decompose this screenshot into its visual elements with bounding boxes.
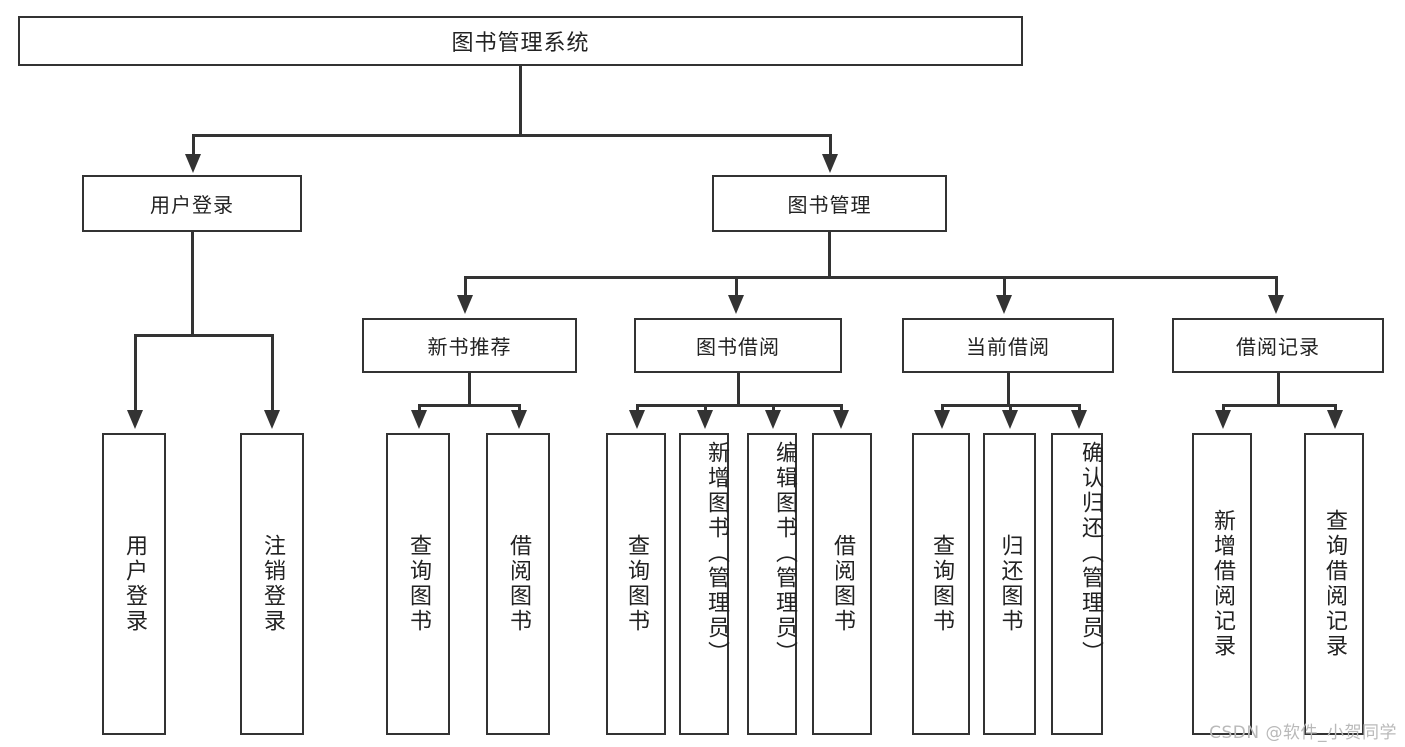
arrowhead-cb-confirm-icon [1071, 410, 1087, 429]
node-label: 图书管理系统 [451, 31, 590, 56]
node-label: 查询借阅记录 [1322, 509, 1347, 659]
connector-new-book-bus [418, 404, 520, 407]
node-label: 查询图书 [624, 534, 649, 634]
connector-drop-cb-confirm [1078, 404, 1081, 413]
arrowhead-user-login-icon [185, 154, 201, 173]
connector-new-book-stem [468, 373, 471, 406]
node-book-borrow[interactable]: 图书借阅 [634, 318, 842, 373]
connector-drop-cb-query [941, 404, 944, 413]
node-label: 查询图书 [406, 534, 431, 634]
arrowhead-nb-borrow-icon [511, 410, 527, 429]
node-label: 用户登录 [150, 193, 234, 217]
arrowhead-br-add-icon [1215, 410, 1231, 429]
connector-drop-leaf-user-login [134, 334, 137, 413]
arrowhead-bb-borrow-icon [833, 410, 849, 429]
connector-user-login-stem [191, 232, 194, 336]
node-user-login[interactable]: 用户登录 [82, 175, 302, 232]
leaf-nb-query-book[interactable]: 查询图书 [386, 433, 450, 735]
connector-book-borrow-stem [737, 373, 740, 406]
arrowhead-book-management-icon [822, 154, 838, 173]
connector-book-borrow-bus [636, 404, 843, 407]
connector-drop-bb-borrow [840, 404, 843, 413]
node-label: 注销登录 [260, 534, 285, 634]
connector-borrow-record-stem [1277, 373, 1280, 406]
connector-root-bus [192, 134, 832, 137]
connector-borrow-record-bus [1222, 404, 1335, 407]
node-book-management[interactable]: 图书管理 [712, 175, 947, 232]
connector-drop-book-management [829, 134, 832, 156]
connector-root-stem [519, 66, 522, 135]
connector-drop-bb-query [636, 404, 639, 413]
arrowhead-bb-add-icon [697, 410, 713, 429]
leaf-bb-borrow-book[interactable]: 借阅图书 [812, 433, 872, 735]
leaf-cb-confirm-return-admin[interactable]: 确认归还（管理员） [1051, 433, 1103, 735]
node-label: 当前借阅 [966, 335, 1050, 359]
connector-drop-nb-query [418, 404, 421, 413]
connector-drop-cb-return [1009, 404, 1012, 413]
connector-drop-borrow-record [1275, 276, 1278, 298]
leaf-nb-borrow-book[interactable]: 借阅图书 [486, 433, 550, 735]
leaf-logout[interactable]: 注销登录 [240, 433, 304, 735]
leaf-cb-query-book[interactable]: 查询图书 [912, 433, 970, 735]
node-current-borrow[interactable]: 当前借阅 [902, 318, 1114, 373]
arrowhead-leaf-user-login-icon [127, 410, 143, 429]
leaf-br-add-record[interactable]: 新增借阅记录 [1192, 433, 1252, 735]
node-label: 图书借阅 [696, 335, 780, 359]
node-borrow-record[interactable]: 借阅记录 [1172, 318, 1384, 373]
node-root-book-management-system[interactable]: 图书管理系统 [18, 16, 1023, 66]
connector-drop-new-book [464, 276, 467, 298]
node-label: 新增借阅记录 [1210, 509, 1235, 659]
arrowhead-cb-return-icon [1002, 410, 1018, 429]
connector-drop-bb-add [704, 404, 707, 413]
arrowhead-bb-edit-icon [765, 410, 781, 429]
arrowhead-leaf-logout-icon [264, 410, 280, 429]
leaf-bb-add-book-admin[interactable]: 新增图书（管理员） [679, 433, 729, 735]
connector-user-login-bus [134, 334, 274, 337]
node-label: 确认归还（管理员） [1078, 441, 1103, 666]
node-label: 归还图书 [997, 534, 1023, 634]
node-new-book-recommend[interactable]: 新书推荐 [362, 318, 577, 373]
leaf-bb-edit-book-admin[interactable]: 编辑图书（管理员） [747, 433, 797, 735]
leaf-br-query-record[interactable]: 查询借阅记录 [1304, 433, 1364, 735]
arrowhead-new-book-icon [457, 295, 473, 314]
node-label: 新增图书（管理员） [704, 441, 729, 666]
connector-drop-bb-edit [772, 404, 775, 413]
connector-drop-nb-borrow [518, 404, 521, 413]
arrowhead-book-borrow-icon [728, 295, 744, 314]
connector-current-borrow-stem [1007, 373, 1010, 406]
node-label: 用户登录 [122, 534, 147, 634]
node-label: 借阅记录 [1236, 335, 1320, 359]
arrowhead-br-query-icon [1327, 410, 1343, 429]
connector-drop-book-borrow [735, 276, 738, 298]
leaf-bb-query-book[interactable]: 查询图书 [606, 433, 666, 735]
connector-drop-br-query [1334, 404, 1337, 413]
arrowhead-borrow-record-icon [1268, 295, 1284, 314]
node-label: 新书推荐 [427, 335, 512, 359]
node-label: 图书管理 [787, 193, 872, 217]
node-label: 查询图书 [929, 534, 954, 634]
arrowhead-nb-query-icon [411, 410, 427, 429]
arrowhead-cb-query-icon [934, 410, 950, 429]
connector-book-management-stem [828, 232, 831, 278]
node-label: 借阅图书 [830, 534, 855, 634]
connector-book-management-bus [464, 276, 1278, 279]
arrowhead-current-borrow-icon [996, 295, 1012, 314]
connector-drop-current-borrow [1003, 276, 1006, 298]
connector-drop-leaf-logout [271, 334, 274, 413]
arrowhead-bb-query-icon [629, 410, 645, 429]
leaf-cb-return-book[interactable]: 归还图书 [983, 433, 1036, 735]
connector-drop-br-add [1222, 404, 1225, 413]
node-label: 编辑图书（管理员） [772, 441, 797, 666]
node-label: 借阅图书 [506, 534, 531, 634]
leaf-user-login[interactable]: 用户登录 [102, 433, 166, 735]
connector-drop-user-login [192, 134, 195, 156]
